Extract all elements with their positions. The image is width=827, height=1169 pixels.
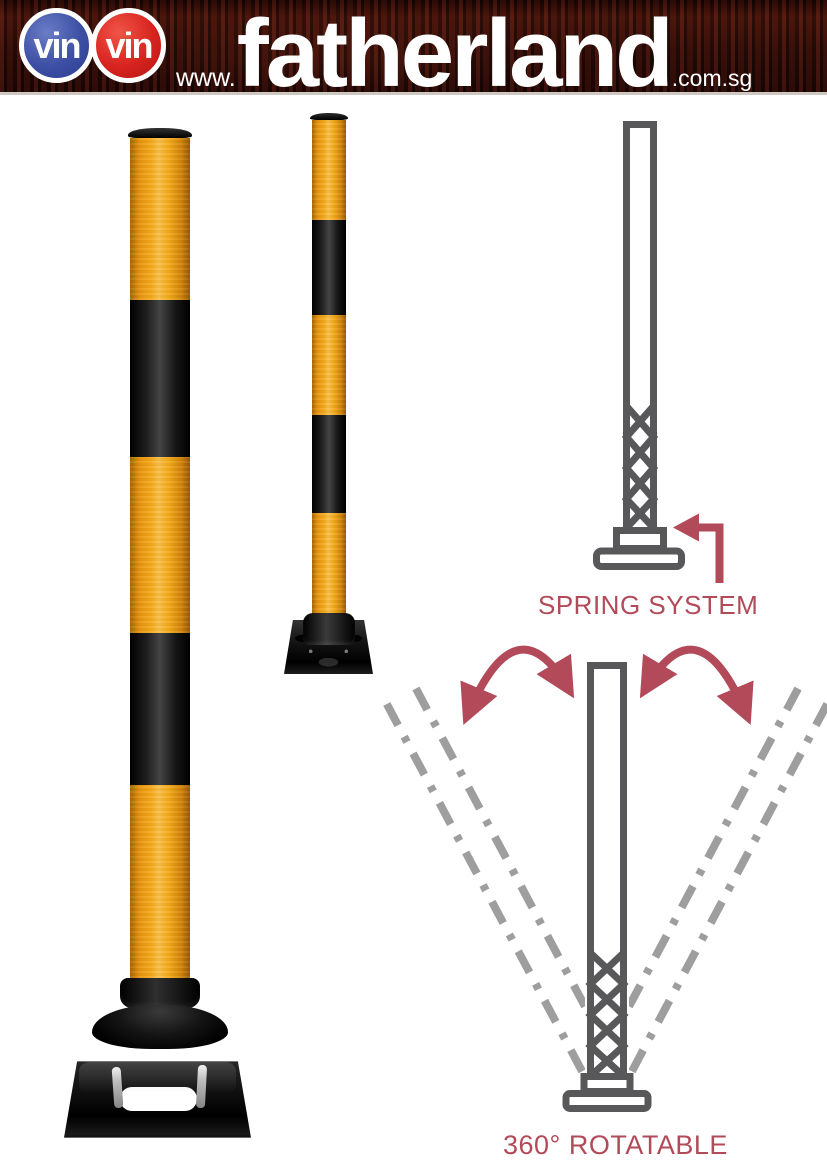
anchor-bolt [111, 1066, 124, 1109]
stripe-black [130, 633, 190, 785]
rotatable-diagram [383, 645, 827, 1112]
vin-badge-blue: vin [19, 8, 94, 83]
spring-lattice-icon [585, 950, 629, 1079]
spring-lattice-icon [621, 403, 659, 531]
rotatable-label: 360° ROTATABLE [503, 1130, 728, 1160]
base-plate-detached [64, 1061, 251, 1138]
bollard-photo-medium [310, 113, 348, 620]
spring-system-label: SPRING SYSTEM [538, 590, 759, 620]
stripe-black [312, 220, 346, 315]
stripe-black [130, 300, 190, 457]
stripe-yellow [312, 120, 346, 220]
stripe-yellow [312, 315, 346, 415]
site-url: www. fatherland .com.sg [176, 6, 752, 102]
vin-badge-red-text: vin [105, 24, 153, 66]
vin-badge-red: vin [91, 8, 166, 83]
bollard-photo-large [92, 128, 228, 1049]
url-suffix: .com.sg [671, 65, 753, 91]
stripe-yellow [130, 785, 190, 978]
post-cap [310, 113, 348, 120]
spring-system-diagram [593, 121, 724, 583]
stripe-yellow [130, 138, 190, 300]
spring-pointer-arrow-icon [696, 523, 724, 583]
post-collar-outline-icon [580, 1073, 634, 1095]
stripe-yellow [130, 457, 190, 633]
bollard-medium-collar [303, 613, 355, 645]
vin-badge-blue-text: vin [33, 24, 81, 66]
spring-lattice-icon [621, 403, 659, 531]
spring-lattice-icon [585, 950, 629, 1079]
header-banner: vin vin www. fatherland .com.sg [0, 0, 827, 102]
spring-pointer-arrowhead-icon [673, 513, 699, 542]
post-base-outline-icon [593, 547, 685, 570]
stripe-yellow [312, 513, 346, 620]
brand-name: fatherland [236, 0, 674, 107]
post-round-base [92, 1005, 228, 1049]
tilted-post-ghost-lines-icon [383, 686, 827, 1083]
stripe-black [312, 415, 346, 513]
base-plate-hole [120, 1087, 197, 1112]
post-cap [128, 128, 192, 138]
rotate-arrow-left-icon [460, 645, 575, 726]
rotate-arrow-right-icon [639, 645, 754, 726]
post-collar-outline-icon [613, 527, 667, 552]
post-base-outline-icon [562, 1090, 652, 1112]
url-prefix: www. [176, 64, 236, 92]
anchor-bolt [195, 1065, 207, 1109]
post-collar [120, 978, 200, 1008]
